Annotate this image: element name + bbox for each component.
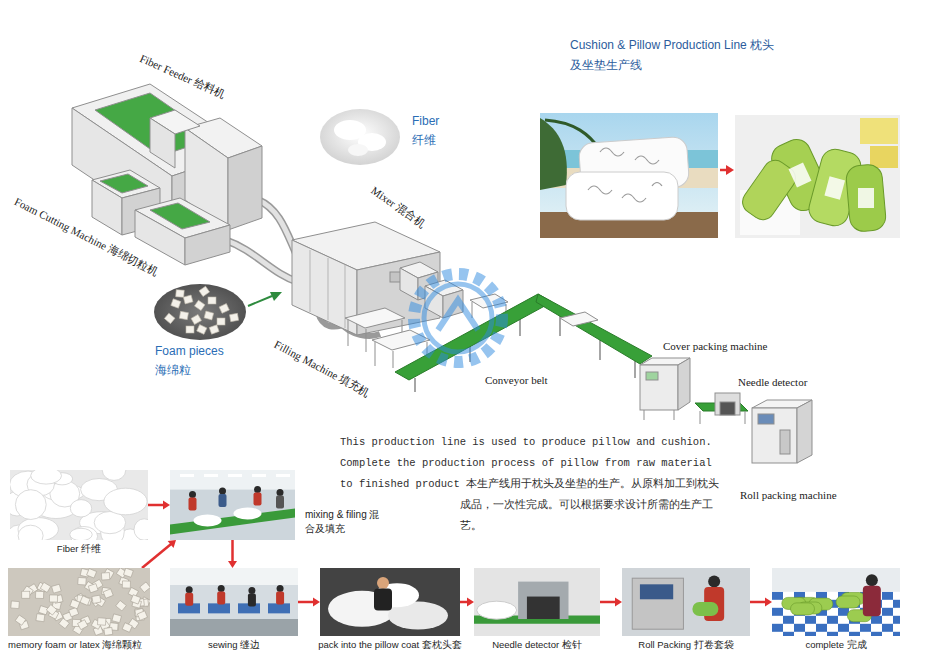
step-caption: Needle detector 检针 — [492, 639, 582, 651]
step-caption: memory foam or latex 海绵颗粒 — [8, 639, 143, 651]
step-photo — [8, 568, 150, 636]
pillow-photo — [540, 113, 718, 238]
arrowhead — [615, 598, 622, 607]
label: Cover packing machine — [663, 340, 767, 353]
foam-pieces-sample — [154, 284, 246, 340]
description-text: This production line is used to produce … — [340, 436, 719, 532]
cover-packing-machine — [640, 358, 690, 420]
photo-step: Fiber 纤维 — [10, 470, 148, 540]
title: Cushion & Pillow Production Line 枕头及坐垫生产… — [570, 36, 785, 76]
photo-step: memory foam or latex 海绵颗粒 — [8, 568, 150, 636]
photo-step: complete 完成 — [772, 568, 900, 636]
label: Fiber 纤维 — [412, 112, 454, 150]
flow-arrow — [460, 598, 474, 607]
photo-step: pack into the pillow coat 套枕头套 — [320, 568, 460, 636]
photo-step: mixing & filing 混合及填充 — [170, 470, 295, 540]
arrow-shaft — [750, 601, 766, 604]
fiber-sample — [320, 109, 400, 165]
packed-pillow-photo — [735, 115, 900, 238]
photo-arrow — [720, 165, 734, 175]
step-photo — [772, 568, 900, 636]
arrowhead — [163, 501, 170, 510]
label: Needle detector — [738, 376, 807, 389]
arrowhead — [467, 598, 474, 607]
step-photo — [320, 568, 460, 636]
step-caption: pack into the pillow coat 套枕头套 — [318, 639, 462, 651]
label: Conveyor belt — [485, 374, 548, 387]
arrow-shaft — [298, 601, 314, 604]
roll-packing-machine — [752, 400, 812, 463]
flow-arrow — [248, 292, 282, 306]
arrowhead — [228, 561, 237, 568]
photo-step: Needle detector 检针 — [474, 568, 600, 636]
flow-arrow — [228, 540, 237, 568]
needle-detector-machine — [695, 393, 748, 424]
arrow-shaft — [600, 601, 616, 604]
arrowhead — [765, 598, 772, 607]
step-photo — [10, 470, 148, 540]
watermark-logo — [414, 274, 502, 362]
step-caption: Fiber 纤维 — [57, 543, 101, 555]
flow-arrow — [750, 598, 772, 607]
step-photo — [474, 568, 600, 636]
flow-arrow — [148, 501, 170, 510]
step-photo — [170, 470, 295, 540]
step-photo — [622, 568, 750, 636]
indent-spacer — [340, 495, 460, 555]
photo-step: Roll Packing 打卷套袋 — [622, 568, 750, 636]
photo-step: sewing 缝边 — [170, 568, 298, 636]
arrowhead — [313, 598, 320, 607]
step-caption: Roll Packing 打卷套袋 — [638, 639, 733, 651]
flow-arrow — [298, 598, 320, 607]
arrow-shaft — [231, 540, 234, 562]
mixer — [292, 222, 440, 335]
arrow-shaft — [460, 601, 468, 604]
step-caption: sewing 缝边 — [208, 639, 260, 651]
label: Roll packing machine — [740, 489, 837, 502]
arrowhead — [168, 540, 176, 548]
flow-arrow — [142, 540, 176, 568]
label: Filling Machine 填充机 — [272, 338, 372, 400]
arrow-shaft — [142, 544, 171, 568]
step-caption: mixing & filing 混合及填充 — [305, 508, 387, 535]
step-caption: complete 完成 — [805, 639, 866, 651]
label: Foam pieces 海绵粒 — [155, 342, 235, 380]
flow-arrow — [600, 598, 622, 607]
description-block: This production line is used to produce … — [340, 432, 722, 555]
arrow-shaft — [148, 504, 164, 507]
filling-machines — [345, 262, 508, 368]
step-photo — [170, 568, 298, 636]
